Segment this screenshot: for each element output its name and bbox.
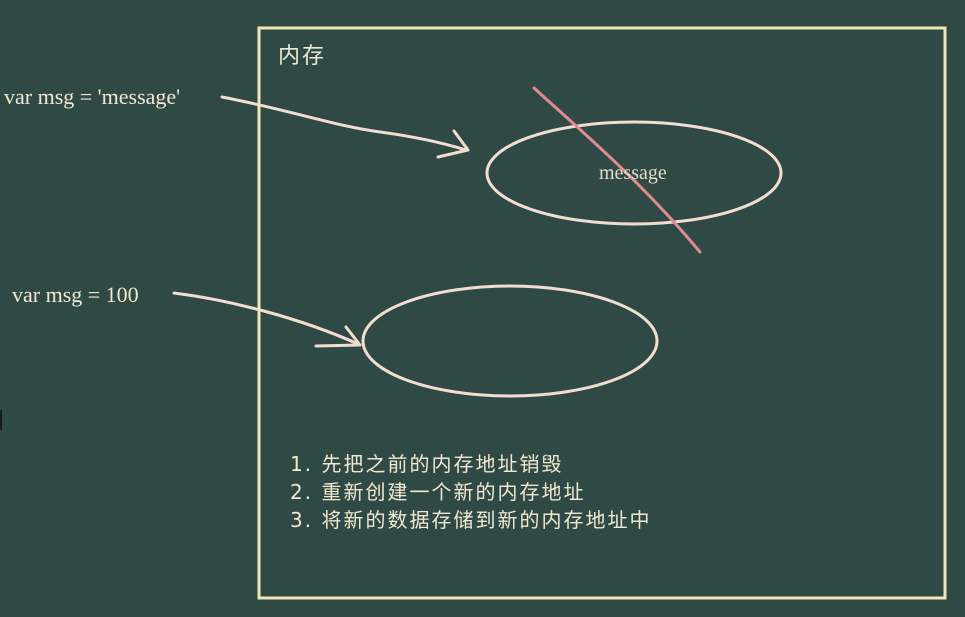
old-memory-ellipse <box>485 120 783 226</box>
step-item: 1. 先把之前的内存地址销毁 <box>290 452 564 476</box>
step-item: 3. 将新的数据存储到新的内存地址中 <box>290 508 652 532</box>
var-message-label: var msg = 'message' <box>4 84 181 109</box>
memory-title: 内存 <box>278 44 327 69</box>
memory-frame <box>257 26 947 600</box>
step-item: 2. 重新创建一个新的内存地址 <box>290 480 586 504</box>
edge-mark <box>0 410 2 430</box>
strike-line <box>532 86 702 254</box>
arrow-head-new-memory <box>314 325 362 348</box>
var-number-label: var msg = 100 <box>12 282 139 307</box>
arrow-to-new-memory <box>172 291 360 346</box>
arrow-to-old-memory <box>220 95 468 152</box>
arrow-head-old-memory <box>436 129 470 159</box>
new-memory-ellipse <box>361 284 659 398</box>
old-value-text: message <box>599 162 667 184</box>
steps-list: 1. 先把之前的内存地址销毁 2. 重新创建一个新的内存地址 3. 将新的数据存… <box>290 450 651 534</box>
